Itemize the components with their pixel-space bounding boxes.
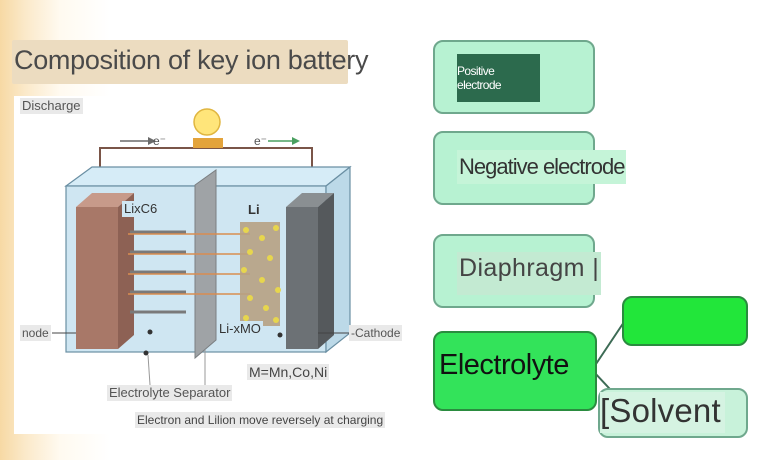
discharge-label: Discharge bbox=[20, 98, 83, 114]
bulb-base bbox=[193, 138, 223, 148]
cathode-label: -Cathode bbox=[349, 325, 403, 341]
electrolyte-label: Electrolyte bbox=[439, 349, 569, 381]
metals-label: M=Mn,Co,Ni bbox=[247, 364, 330, 380]
blank-child-node bbox=[622, 296, 748, 346]
electron-left-label: e⁻ bbox=[153, 134, 166, 148]
solvent-label: [Solvent bbox=[600, 392, 725, 433]
ion-arrows bbox=[128, 233, 250, 295]
graphite-layers bbox=[130, 230, 186, 314]
title-banner bbox=[12, 40, 348, 84]
electrolyte-dots bbox=[143, 329, 283, 356]
charging-note: Electron and Lilion move reversely at ch… bbox=[135, 412, 386, 428]
electrolyte-separator-label: Electrolyte Separator bbox=[107, 385, 233, 401]
negative-electrode-label: Negative electrode bbox=[457, 150, 627, 184]
positive-electrode-label: Positive electrode bbox=[457, 54, 540, 102]
anode-plate-top bbox=[76, 193, 134, 207]
separator-pointer bbox=[147, 354, 151, 386]
bulb-icon bbox=[193, 108, 221, 136]
anode-plate bbox=[76, 207, 118, 349]
electrolyte-node bbox=[433, 331, 597, 411]
anode-material-label: LixC6 bbox=[122, 201, 160, 217]
separator-plate bbox=[194, 169, 217, 360]
electrolyte-connector-top bbox=[593, 321, 625, 368]
cathode-material-top-label: Li bbox=[246, 202, 262, 218]
cathode-crystal bbox=[240, 222, 281, 326]
diaphragm-label: Diaphragm | bbox=[457, 252, 602, 295]
electron-right-label: e⁻ bbox=[254, 134, 267, 148]
cathode-plate-side bbox=[318, 193, 334, 349]
anode-label: node bbox=[20, 325, 51, 341]
slide-title: Composition of key ion battery bbox=[14, 45, 369, 75]
cathode-plate bbox=[286, 207, 318, 349]
cathode-formula-label: Li-xMO bbox=[217, 321, 263, 337]
